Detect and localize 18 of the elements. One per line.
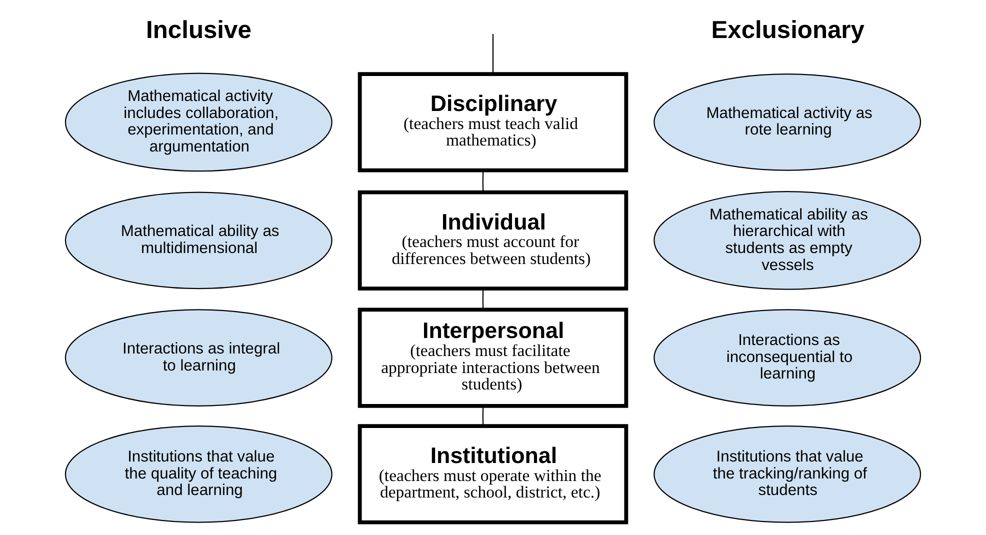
node-box: Individual (teachers must account for differences between students)	[358, 190, 628, 291]
node-ellipse: Interactions as inconsequential to learning	[654, 309, 922, 406]
node-ellipse: Institutions that value the tracking/ranking of students	[654, 426, 922, 523]
connector	[482, 288, 484, 310]
node-ellipse: Mathematical activity as rote learning	[654, 74, 922, 171]
node-box: Interpersonal (teachers must facilitate appropriate interactions between students)	[358, 308, 628, 408]
node-ellipse: Mathematical ability as hierarchical with students as empty vessels	[654, 191, 922, 290]
connector	[482, 406, 484, 426]
node-box: Institutional (teachers must operate within the department, school, district, etc.)	[358, 424, 628, 524]
connector	[492, 34, 494, 74]
label: Exclusionary	[711, 16, 864, 44]
connector	[482, 170, 484, 192]
node-ellipse: Institutions that value the quality of teaching and learning	[64, 426, 332, 523]
node-ellipse: Mathematical ability as multidimensional	[64, 192, 332, 290]
node-ellipse: Interactions as integral to learning	[64, 309, 332, 406]
node-box: Disciplinary (teachers must teach valid mathematics)	[358, 72, 628, 172]
label: Inclusive	[146, 16, 252, 44]
node-ellipse: Mathematical activity includes collaboration, experimentation, and argumentation	[64, 72, 332, 172]
